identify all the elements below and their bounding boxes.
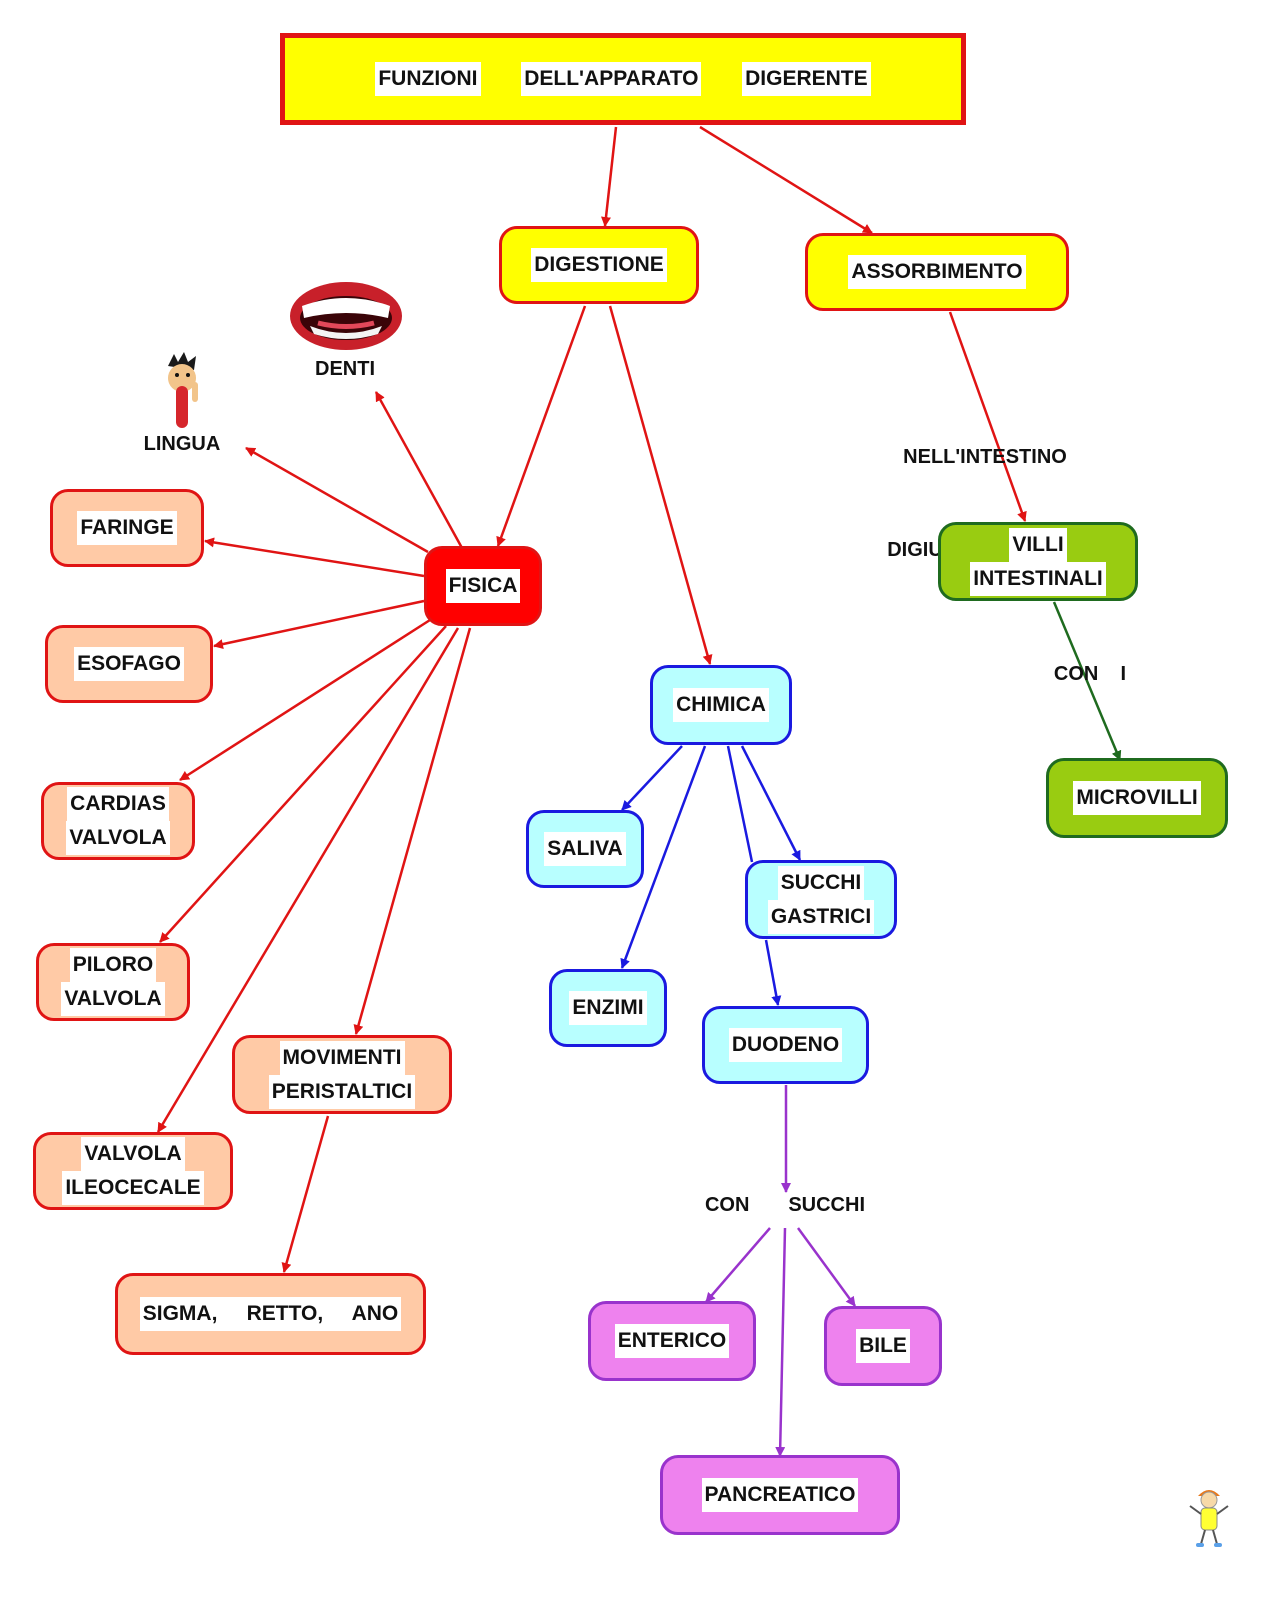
arrow-succhi-duodeno (764, 939, 782, 1006)
node-chimica: CHIMICA (650, 665, 792, 745)
node-cardias-line2: VALVOLA (66, 821, 170, 855)
node-succhi-gastrici: SUCCHI GASTRICI (745, 860, 897, 939)
node-saliva: SALIVA (526, 810, 644, 888)
node-enterico: ENTERICO (588, 1301, 756, 1381)
smiling-mouth-icon (290, 282, 402, 350)
small-mascot-icon (1189, 1490, 1229, 1547)
node-duodeno: DUODENO (702, 1006, 869, 1084)
node-pancreatico-label: PANCREATICO (701, 1478, 859, 1512)
node-cardias-line1: CARDIAS (67, 787, 169, 821)
arrow-fisica-movimenti (353, 627, 472, 1035)
title-word-apparato: DELL'APPARATO (521, 62, 702, 96)
arrow-fisica-denti (374, 391, 464, 549)
node-movimenti-peristaltici: MOVIMENTI PERISTALTICI (232, 1035, 452, 1114)
node-saliva-label: SALIVA (544, 832, 626, 866)
arrow-succhi-enterico (705, 1227, 771, 1303)
node-ileocecale-line1: VALVOLA (81, 1137, 185, 1171)
node-cardias-valvola: CARDIAS VALVOLA (41, 782, 195, 860)
arrow-digestione-fisica (496, 305, 587, 547)
node-microvilli: MICROVILLI (1046, 758, 1228, 838)
node-assorbimento: ASSORBIMENTO (805, 233, 1069, 311)
arrow-fisica-esofago (213, 599, 425, 650)
node-esofago-label: ESOFAGO (74, 647, 184, 681)
arrow-title-assorbimento (699, 125, 873, 235)
node-villi-line2: INTESTINALI (970, 561, 1106, 596)
node-chimica-label: CHIMICA (673, 688, 769, 722)
node-valvola-ileocecale: VALVOLA ILEOCECALE (33, 1132, 233, 1210)
arrow-fisica-lingua (245, 446, 429, 554)
arrow-chimica-succhi (740, 745, 802, 861)
line-chimica-duodeno (726, 745, 754, 863)
arrow-chimica-saliva (621, 745, 683, 811)
node-fisica-label: FISICA (445, 569, 521, 603)
node-sigma-label: SIGMA, RETTO, ANO (139, 1297, 402, 1331)
title-word-funzioni: FUNZIONI (375, 62, 481, 96)
node-succhi-line2: GASTRICI (767, 899, 875, 934)
arrow-movimenti-sigma (281, 1115, 330, 1273)
node-piloro-valvola: PILORO VALVOLA (36, 943, 190, 1021)
node-microvilli-label: MICROVILLI (1073, 781, 1201, 815)
node-faringe-label: FARINGE (77, 511, 177, 545)
node-digestione: DIGESTIONE (499, 226, 699, 304)
node-bile: BILE (824, 1306, 942, 1386)
node-sigma-retto-ano: SIGMA, RETTO, ANO (115, 1273, 426, 1355)
node-movimenti-line2: PERISTALTICI (268, 1074, 416, 1109)
node-ileocecale-line2: ILEOCECALE (62, 1171, 204, 1205)
arrow-succhi-bile (796, 1227, 857, 1307)
node-esofago: ESOFAGO (45, 625, 213, 703)
label-intestino-line1: NELL'INTESTINO (903, 446, 1067, 468)
label-denti: DENTI (315, 358, 375, 380)
title-box: FUNZIONI DELL'APPARATO DIGERENTE (280, 33, 966, 125)
arrow-digestione-chimica (608, 305, 713, 665)
title-word-digerente: DIGERENTE (742, 62, 871, 96)
label-con-succhi: CON SUCCHI (704, 1194, 865, 1216)
node-enzimi: ENZIMI (549, 969, 667, 1047)
node-piloro-line2: VALVOLA (61, 982, 165, 1016)
boy-sticking-out-tongue-icon (168, 352, 198, 428)
node-villi-intestinali: VILLI INTESTINALI (938, 522, 1138, 601)
node-piloro-line1: PILORO (69, 948, 157, 982)
arrow-fisica-faringe (204, 537, 425, 578)
node-duodeno-label: DUODENO (728, 1028, 843, 1062)
node-faringe: FARINGE (50, 489, 204, 567)
node-succhi-line1: SUCCHI (777, 865, 865, 900)
label-lingua: LINGUA (143, 433, 221, 455)
node-bile-label: BILE (856, 1329, 910, 1363)
label-con-i: CON I (1053, 663, 1127, 685)
arrow-succhi-pancreatico (775, 1227, 787, 1457)
node-assorbimento-label: ASSORBIMENTO (848, 255, 1026, 289)
node-enterico-label: ENTERICO (614, 1324, 730, 1358)
node-villi-line1: VILLI (1009, 527, 1067, 562)
node-enzimi-label: ENZIMI (569, 991, 647, 1025)
arrow-title-digestione (601, 126, 618, 227)
node-fisica: FISICA (424, 546, 542, 626)
node-pancreatico: PANCREATICO (660, 1455, 900, 1535)
arrow-fisica-cardias (179, 618, 431, 782)
node-digestione-label: DIGESTIONE (531, 248, 667, 282)
node-movimenti-line1: MOVIMENTI (279, 1040, 405, 1075)
